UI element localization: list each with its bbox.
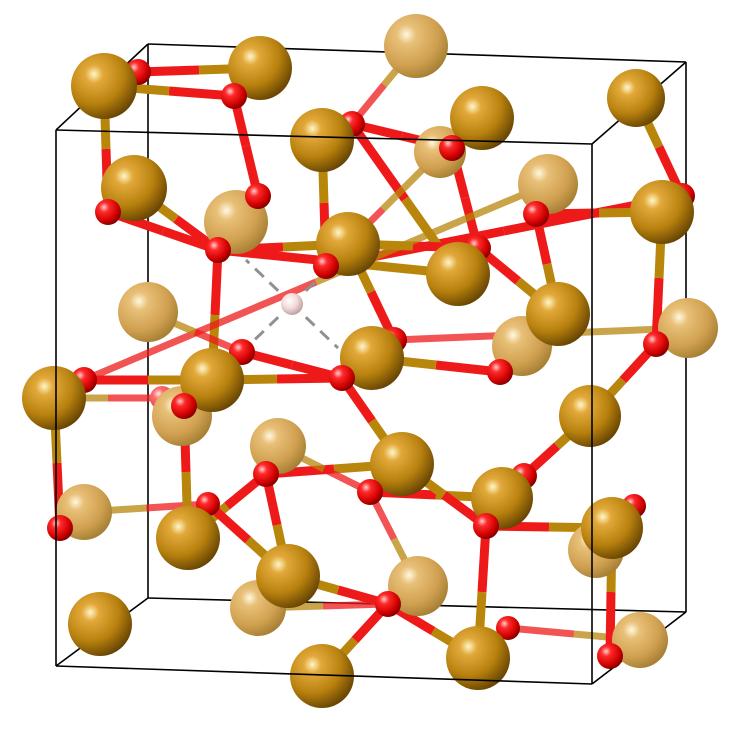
- oxygen-atom: [473, 513, 499, 539]
- metal-atom: [22, 366, 86, 430]
- oxygen-atom: [375, 591, 401, 617]
- hydrogen-bond-dashed: [244, 316, 280, 350]
- metal-atom: [370, 432, 434, 496]
- oxygen-atom: [357, 479, 383, 505]
- metal-atom: [607, 69, 665, 127]
- oxygen-atom: [487, 359, 513, 385]
- metal-atom: [630, 180, 694, 244]
- metal-atom: [290, 644, 354, 708]
- hydrogen-atom: [281, 293, 303, 315]
- metal-atom: [250, 418, 306, 474]
- metal-atom: [526, 282, 590, 346]
- metal-atom: [180, 348, 244, 412]
- bond-half: [348, 121, 409, 202]
- metal-atom: [559, 385, 621, 447]
- hydrogen-bond-dashed: [304, 316, 340, 350]
- metal-atom: [340, 326, 404, 390]
- oxygen-atom: [95, 199, 121, 225]
- metal-atom: [450, 86, 514, 150]
- hydrogen-bond-dashed: [244, 258, 280, 292]
- oxygen-atom: [439, 135, 465, 161]
- oxygen-atom: [245, 183, 271, 209]
- metal-atom: [68, 592, 132, 656]
- oxygen-atom: [329, 365, 355, 391]
- metal-atom: [581, 497, 643, 559]
- atom-layer: [22, 14, 718, 708]
- metal-atom: [71, 53, 137, 119]
- oxygen-atom: [205, 237, 231, 263]
- metal-atom: [118, 282, 178, 342]
- metal-atom: [228, 36, 292, 100]
- cell-edge: [55, 129, 593, 145]
- oxygen-atom: [496, 616, 520, 640]
- metal-atom: [290, 108, 354, 172]
- oxygen-atom: [171, 393, 197, 419]
- metal-atom: [384, 14, 448, 78]
- metal-atom: [256, 544, 320, 608]
- oxygen-atom: [221, 83, 247, 109]
- metal-atom: [658, 298, 718, 358]
- oxygen-atom: [313, 253, 339, 279]
- metal-atom: [612, 612, 668, 668]
- cell-edge: [55, 665, 593, 685]
- oxygen-atom: [523, 201, 549, 227]
- unit-cell-front-edges: [55, 129, 593, 685]
- metal-atom: [446, 626, 510, 690]
- metal-atom: [156, 506, 220, 570]
- oxygen-atom: [253, 461, 279, 487]
- metal-atom: [426, 242, 490, 306]
- oxygen-atom: [643, 331, 669, 357]
- oxygen-atom: [597, 643, 623, 669]
- oxygen-atom: [47, 515, 73, 541]
- metal-atom: [388, 556, 448, 616]
- metal-atom: [518, 154, 578, 214]
